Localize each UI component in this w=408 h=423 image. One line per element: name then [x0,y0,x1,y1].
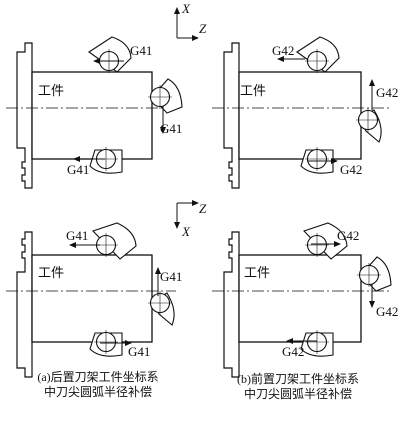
tool-right: G42 [356,79,398,143]
panel-a-bottom: 工件 G41 G41 G41 [6,222,182,378]
tool-bottom-label: G42 [340,162,362,177]
x-axis-label-top: X [181,1,191,16]
workpiece-label: 工件 [240,83,266,98]
tool-bottom-label: G42 [282,344,304,359]
workpiece-label: 工件 [38,83,64,98]
chuck [16,231,33,378]
workpiece [31,71,153,160]
tool-bottom-label: G41 [67,162,89,177]
tool-top: G42 [272,36,340,73]
panel-b-bottom: 工件 G42 G42 G42 [212,222,398,378]
caption-a: (a)后置刀架工件坐标系 中刀尖圆弧半径补偿 [8,370,188,400]
tool-right-label: G41 [160,121,182,136]
workpiece [31,254,153,343]
tool-top: G41 [66,222,137,260]
caption-b: (b)前置刀架工件坐标系 中刀尖圆弧半径补偿 [208,372,388,402]
z-axis-label-top: Z [199,21,207,36]
caption-a-line2: 中刀尖圆弧半径补偿 [43,385,152,399]
x-axis-label-bottom: X [181,224,191,239]
tool-right-label: G42 [376,85,398,100]
tool-right: G41 [148,78,183,136]
caption-b-line2: 中刀尖圆弧半径补偿 [243,387,352,401]
tool-bottom: G41 [89,330,150,359]
workpiece-label: 工件 [38,265,64,280]
axes-bottom: Z X [174,200,207,239]
workpiece [238,254,362,343]
caption-a-line1: (a)后置刀架工件坐标系 [37,370,159,384]
tool-bottom: G41 [67,147,123,177]
tool-right: G41 [148,267,182,326]
tool-top-label: G42 [272,43,294,58]
chuck [223,231,240,378]
tool-right: G42 [357,256,398,319]
workpiece [238,71,362,160]
tool-bottom-label: G41 [128,344,150,359]
chuck [223,42,240,189]
panel-a-top: 工件 G41 G41 G41 [6,36,183,189]
axes-top: X Z [174,1,207,41]
tool-top-label: G42 [337,228,359,243]
tool-bottom: G42 [300,147,362,177]
tool-bottom: G42 [282,330,334,359]
tool-right-label: G42 [376,304,398,319]
tool-top: G41 [88,36,152,73]
caption-b-line1: (b)前置刀架工件坐标系 [237,372,359,386]
tool-right-label: G41 [160,269,182,284]
workpiece-label: 工件 [244,265,270,280]
tool-top-label: G41 [66,228,88,243]
tool-top: G42 [302,222,359,260]
chuck [16,42,33,189]
panel-b-top: 工件 G42 G42 G42 [212,36,398,189]
z-axis-label-bottom: Z [199,201,207,216]
tool-top-label: G41 [130,43,152,58]
